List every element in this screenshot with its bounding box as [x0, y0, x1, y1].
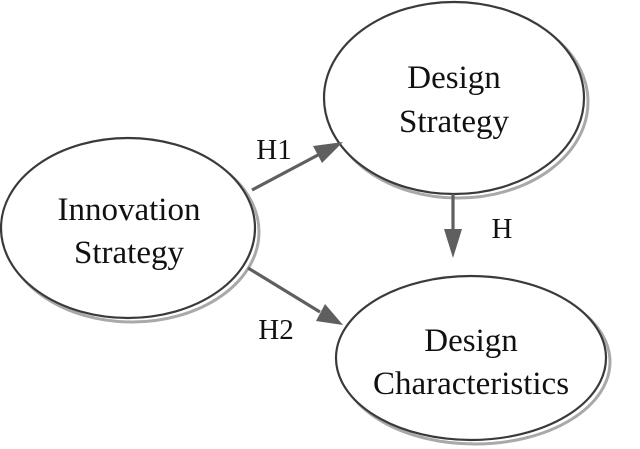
arrow-line — [251, 153, 319, 192]
node-outline — [334, 274, 608, 442]
arrow-head — [316, 304, 343, 325]
edge-h1: H1 — [251, 134, 343, 192]
node-label-line1: Design — [407, 60, 501, 96]
node-label-line2: Strategy — [74, 235, 184, 271]
edge-label: H1 — [256, 134, 291, 166]
node-design-characteristics: Design Characteristics — [334, 274, 612, 446]
edge-label: H2 — [258, 314, 293, 346]
node-label-line1: Innovation — [58, 192, 201, 228]
node-innovation-strategy: Innovation Strategy — [0, 136, 261, 324]
node-design-strategy: Design Strategy — [322, 0, 590, 200]
arrow-line — [247, 266, 321, 314]
edge-h3: H — [444, 194, 513, 258]
node-label-line2: Strategy — [399, 104, 509, 140]
arrow-head — [444, 229, 462, 258]
edge-h2: H2 — [247, 266, 343, 346]
node-label-line1: Design — [424, 323, 518, 359]
node-outline — [322, 0, 586, 196]
node-label-line2: Characteristics — [373, 366, 569, 402]
node-outline — [0, 136, 257, 320]
arrow-head — [313, 142, 343, 163]
edge-label: H — [492, 213, 513, 245]
